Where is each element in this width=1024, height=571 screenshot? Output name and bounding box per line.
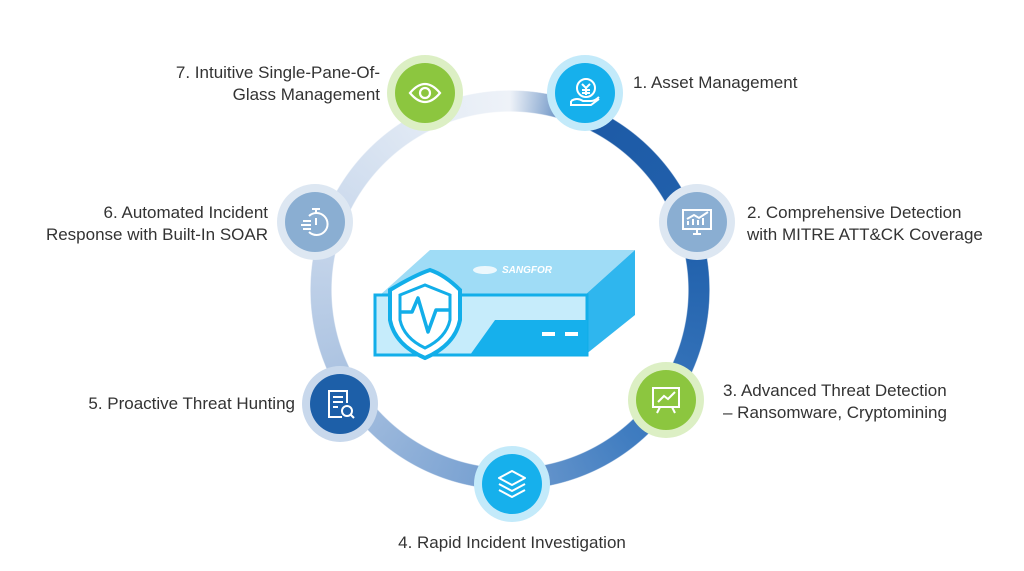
label-line: 5. Proactive Threat Hunting bbox=[88, 394, 295, 413]
step-3-node[interactable] bbox=[628, 362, 704, 438]
label-line: Glass Management bbox=[232, 85, 380, 104]
presentation-chart-icon bbox=[652, 387, 680, 414]
step-4-label: 4. Rapid Incident Investigation bbox=[362, 532, 662, 554]
label-line: 4. Rapid Incident Investigation bbox=[398, 533, 626, 552]
label-line: Response with Built-In SOAR bbox=[45, 225, 268, 244]
step-5-node[interactable] bbox=[302, 366, 378, 442]
step-1-label: 1. Asset Management bbox=[633, 72, 797, 94]
label-line: with MITRE ATT&CK Coverage bbox=[747, 225, 983, 244]
eye-icon bbox=[408, 82, 442, 104]
label-line: 6. Automated Incident bbox=[103, 203, 268, 222]
step-2-node[interactable] bbox=[659, 184, 735, 260]
step-5-label: 5. Proactive Threat Hunting bbox=[88, 393, 295, 415]
label-line: 2. Comprehensive Detection bbox=[747, 203, 962, 222]
step-6-node[interactable] bbox=[277, 184, 353, 260]
label-line: 1. Asset Management bbox=[633, 73, 798, 92]
stopwatch-icon bbox=[301, 208, 329, 236]
label-line: – Ransomware, Cryptomining bbox=[723, 403, 947, 422]
step-4-node[interactable] bbox=[474, 446, 550, 522]
step-1-node[interactable] bbox=[547, 55, 623, 131]
step-7-label: 7. Intuitive Single-Pane-Of- Glass Manage… bbox=[176, 62, 380, 106]
sangfor-appliance: SANGFOR bbox=[373, 250, 635, 361]
step-3-label: 3. Advanced Threat Detection – Ransomware… bbox=[723, 380, 947, 424]
document-search-icon bbox=[328, 390, 355, 419]
step-7-node[interactable] bbox=[387, 55, 463, 131]
label-line: 7. Intuitive Single-Pane-Of- bbox=[175, 63, 380, 82]
hand-yen-icon bbox=[570, 78, 600, 106]
label-line: 3. Advanced Threat Detection bbox=[723, 381, 947, 400]
brand-logo-text: SANGFOR bbox=[502, 265, 553, 276]
monitor-chart-icon bbox=[682, 209, 712, 235]
step-2-label: 2. Comprehensive Detection with MITRE ATT… bbox=[747, 202, 983, 246]
layers-icon bbox=[498, 470, 526, 498]
